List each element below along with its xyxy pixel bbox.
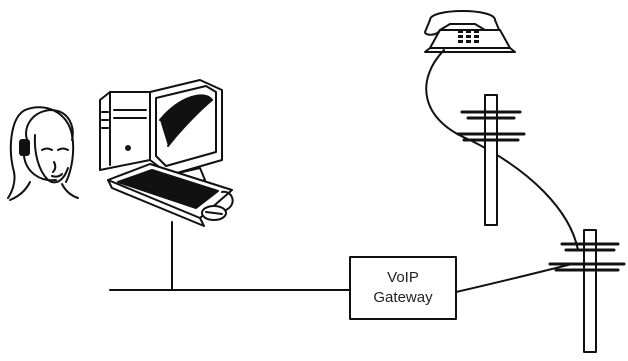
mouse-icon [201,190,234,221]
gateway-label-line1: VoIP [387,269,419,286]
telephone-icon [424,10,516,53]
computer-tower-icon [99,91,151,171]
gateway-to-pole-cable [455,263,573,293]
utility-pole-icon [456,94,526,226]
voip-gateway-box [349,256,457,320]
keyboard-icon [107,163,233,227]
gateway-label-line2: Gateway [373,289,433,306]
utility-pole-icon [548,229,626,353]
headset-person-icon [7,106,79,201]
computer-monitor-icon [149,79,223,189]
phone-to-pole-cable [425,49,579,251]
